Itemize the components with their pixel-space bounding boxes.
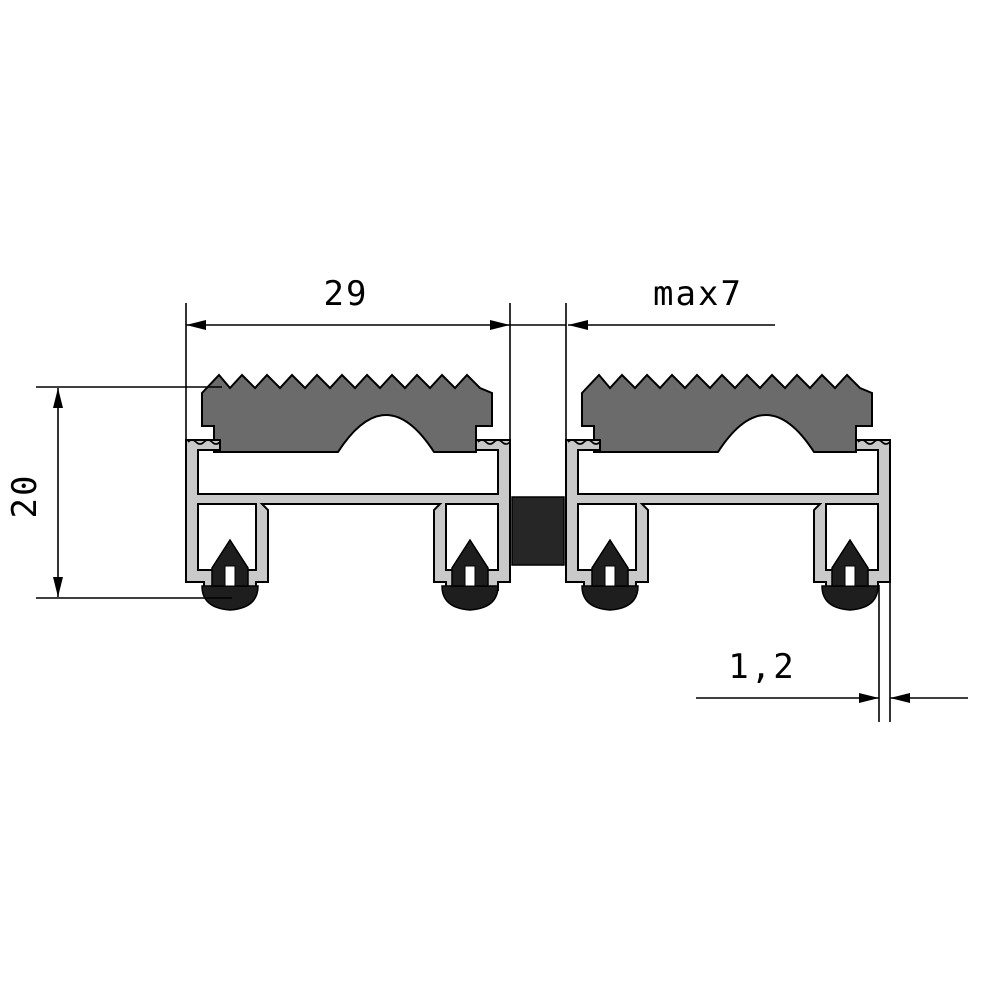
spacer-block <box>511 496 565 566</box>
wall-label: 1,2 <box>728 647 795 687</box>
height-label: 20 <box>5 474 45 519</box>
wall-dimension: 1,2 <box>696 440 968 722</box>
width-dimension: 29 <box>185 274 511 580</box>
height-dimension: 20 <box>5 386 232 599</box>
gap-dimension: max7 <box>510 274 775 440</box>
width-label: 29 <box>324 274 369 314</box>
gap-label: max7 <box>653 274 743 314</box>
left-profile <box>185 374 511 611</box>
right-profile <box>565 374 891 611</box>
